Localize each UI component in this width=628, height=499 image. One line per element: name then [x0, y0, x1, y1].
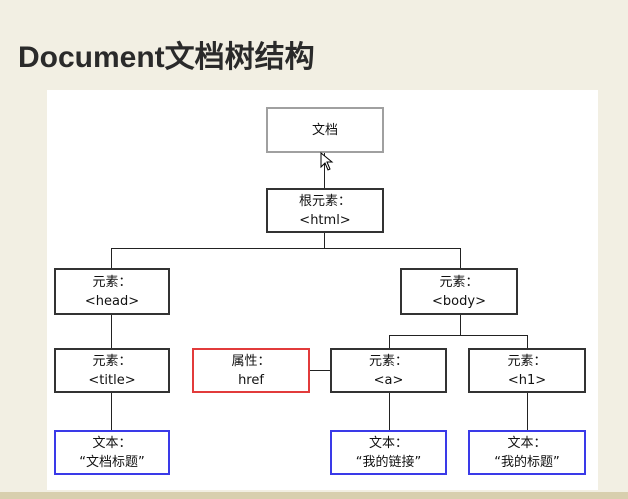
node-tag: <title>	[88, 372, 136, 388]
connector	[324, 152, 325, 188]
node-label: 文本：	[92, 435, 132, 451]
connector	[310, 370, 330, 371]
connector	[111, 393, 112, 430]
node-head: 元素： <head>	[54, 268, 170, 315]
node-tag: <head>	[84, 293, 140, 309]
connector	[460, 248, 461, 268]
connector	[389, 335, 527, 336]
connector	[111, 248, 461, 249]
node-tag: <a>	[373, 372, 404, 388]
node-document: 文档	[266, 107, 384, 153]
node-tag: href	[238, 372, 264, 388]
slide-footer-bar	[0, 492, 628, 499]
node-h1: 元素： <h1>	[468, 348, 586, 393]
connector	[527, 393, 528, 430]
connector	[527, 335, 528, 348]
node-value: “我的标题”	[494, 454, 560, 470]
node-tag: <body>	[432, 293, 486, 309]
connector	[460, 315, 461, 335]
node-text: 文档	[311, 122, 338, 138]
node-title: 元素： <title>	[54, 348, 170, 393]
node-text-a: 文本： “我的链接”	[330, 430, 447, 475]
cursor-icon	[320, 152, 334, 171]
node-label: 元素：	[92, 274, 132, 290]
connector	[324, 232, 325, 248]
connector	[389, 393, 390, 430]
connector	[111, 315, 112, 348]
node-label: 根元素：	[298, 193, 351, 209]
node-label: 属性：	[231, 353, 271, 369]
node-attribute-href: 属性： href	[192, 348, 310, 393]
slide-title: Document文档树结构	[18, 41, 315, 74]
node-text-h1: 文本： “我的标题”	[468, 430, 586, 475]
node-body: 元素： <body>	[400, 268, 518, 315]
node-label: 元素：	[92, 353, 132, 369]
node-label: 文本：	[368, 435, 408, 451]
node-value: “文档标题”	[79, 454, 145, 470]
node-label: 元素：	[368, 353, 408, 369]
node-a: 元素： <a>	[330, 348, 447, 393]
node-value: “我的链接”	[355, 454, 422, 470]
connector	[389, 335, 390, 348]
node-tag: <html>	[299, 212, 351, 228]
node-label: 文本：	[507, 435, 547, 451]
node-text-title: 文本： “文档标题”	[54, 430, 170, 475]
node-label: 元素：	[439, 274, 479, 290]
connector	[111, 248, 112, 268]
node-label: 元素：	[507, 353, 547, 369]
node-html: 根元素： <html>	[266, 188, 384, 233]
node-tag: <h1>	[507, 372, 547, 388]
